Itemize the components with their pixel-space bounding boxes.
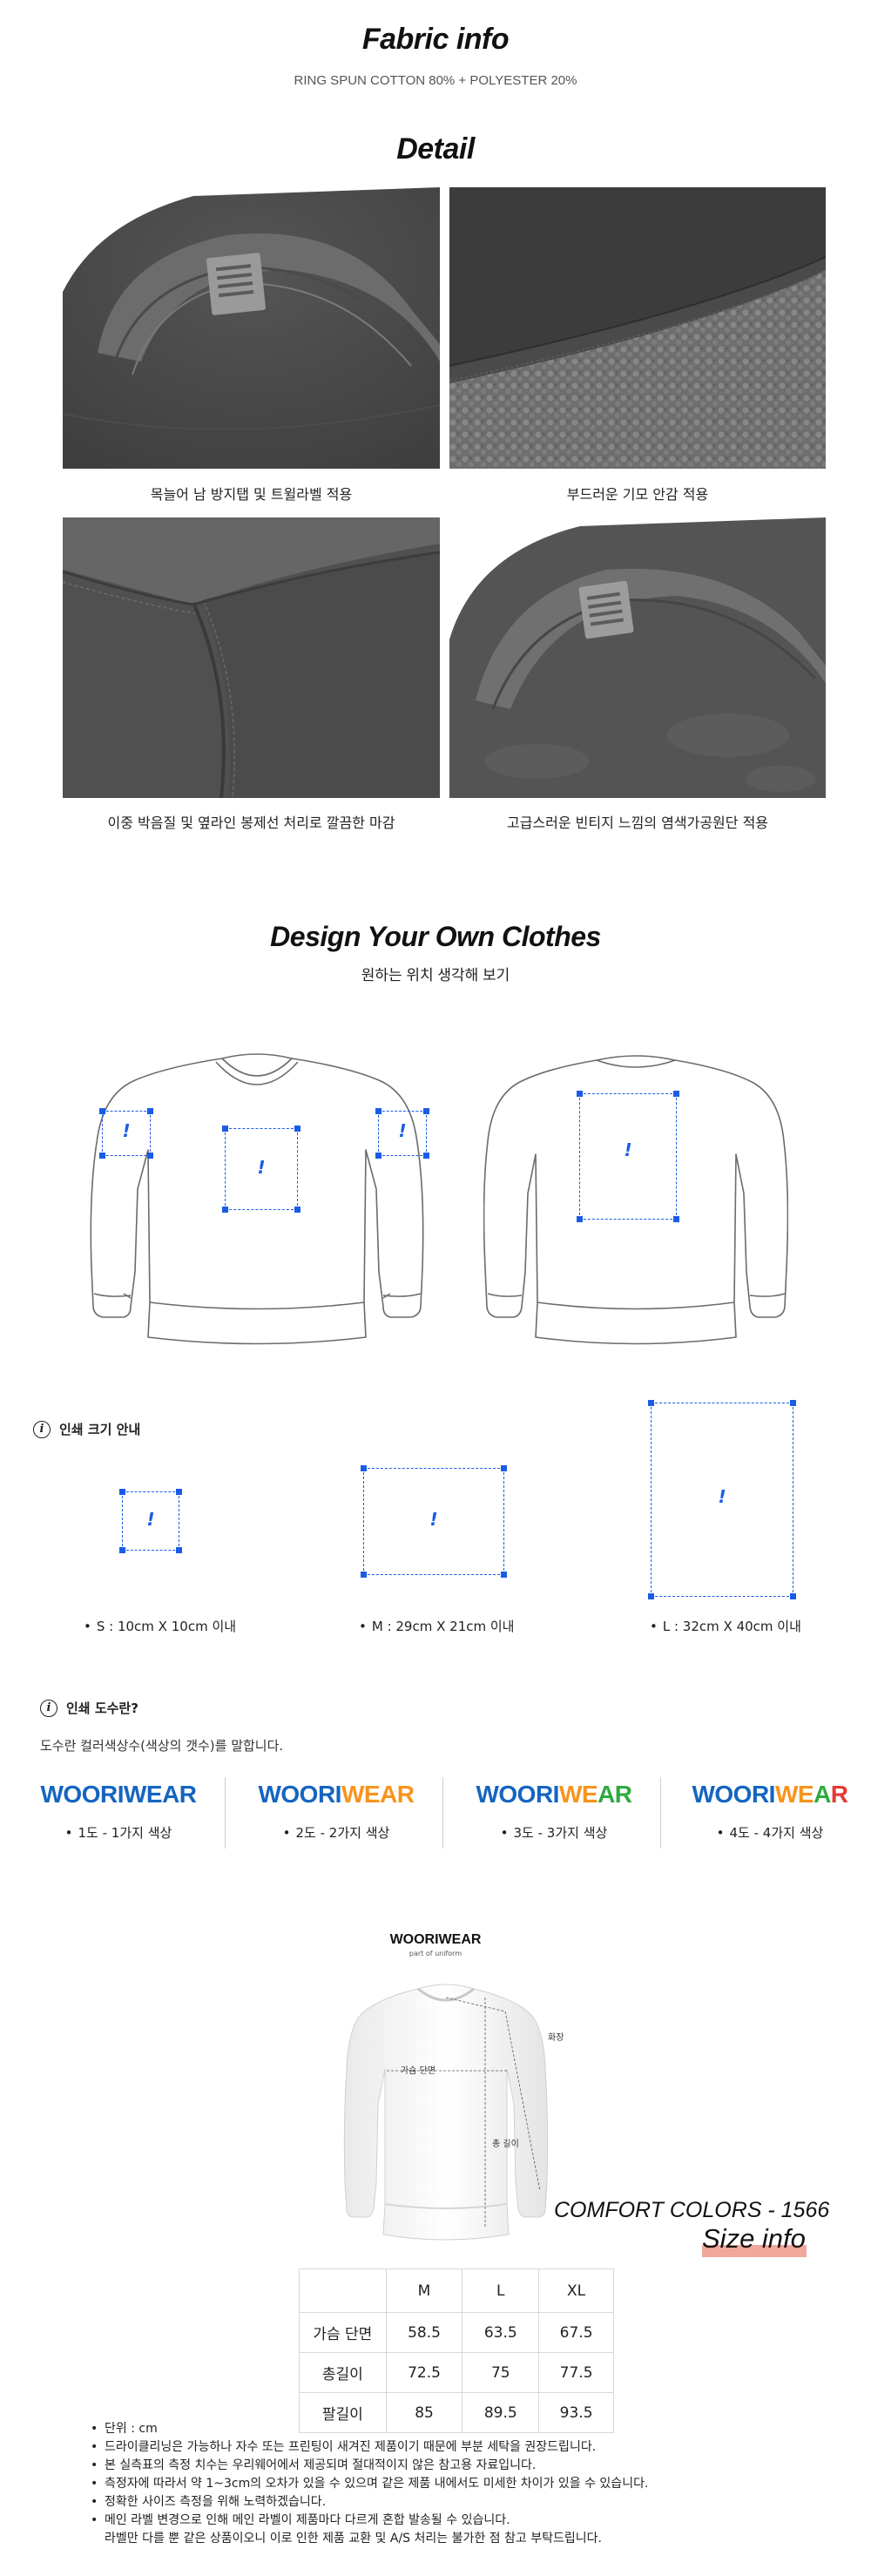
table-cell: 75	[462, 2352, 540, 2393]
logo-part: WOORI	[692, 1781, 775, 1808]
divider	[225, 1777, 226, 1849]
table-cell: 가슴 단면	[299, 2312, 387, 2353]
print-mark: !	[122, 1120, 131, 1141]
table-cell: XL	[538, 2268, 614, 2313]
brand-tagline: part of uniform	[408, 1950, 463, 1957]
detail-caption-4: 고급스러운 빈티지 느낌의 염색가공원단 적용	[506, 815, 769, 831]
print-area-right-sleeve: !	[375, 1108, 429, 1159]
fabric-info-title: Fabric info	[361, 23, 510, 56]
sweatshirt-front-sketch	[87, 1050, 427, 1350]
print-area-left-sleeve: !	[99, 1108, 153, 1159]
brand-logo: WOORIWEAR	[389, 1932, 482, 1947]
print-mark: !	[398, 1120, 407, 1141]
detail-title: Detail	[396, 132, 475, 166]
sweatshirt-back-sketch	[483, 1050, 788, 1350]
print-size-s-box: !	[119, 1489, 182, 1553]
print-color-heading: i 인쇄 도수란?	[40, 1699, 138, 1717]
logo-part: WEAR	[341, 1781, 415, 1808]
list-item: 단위 : cm	[87, 2420, 827, 2438]
logo-4-color: WOORIWEAR	[674, 1781, 866, 1809]
detail-photo-vintage	[449, 517, 826, 798]
logo-part: WOORI	[258, 1781, 341, 1808]
logo-4-label: 4도 - 4가지 색상	[674, 1823, 866, 1842]
print-size-m-box: !	[361, 1465, 507, 1578]
logo-2-label: 2도 - 2가지 색상	[240, 1823, 432, 1842]
logo-1-label: 1도 - 1가지 색상	[23, 1823, 214, 1842]
fabric-composition: RING SPUN COTTON 80% + POLYESTER 20%	[294, 73, 577, 88]
label-chest-width: 가슴 단면	[401, 2066, 436, 2076]
table-cell	[299, 2268, 387, 2313]
detail-caption-2: 부드러운 기모 안감 적용	[566, 486, 709, 503]
table-cell: 72.5	[385, 2352, 463, 2393]
list-item: 드라이클리닝은 가능하나 자수 또는 프린팅이 새겨진 제품이기 때문에 부분 …	[87, 2438, 827, 2457]
logo-part: WOORI	[476, 1781, 559, 1808]
divider	[660, 1777, 661, 1849]
print-area-chest: !	[222, 1126, 300, 1213]
table-cell: 58.5	[385, 2312, 463, 2353]
label-shoulder-sleeve: 화장	[548, 2033, 564, 2043]
info-icon: i	[40, 1699, 57, 1717]
detail-photo-fleece	[449, 187, 826, 469]
design-subtitle: 원하는 위치 생각해 보기	[361, 967, 510, 984]
logo-part: AR	[598, 1781, 632, 1808]
detail-caption-3: 이중 박음질 및 옆라인 봉제선 처리로 깔끔한 마감	[107, 815, 395, 831]
logo-1-color: WOORIWEAR	[23, 1781, 214, 1809]
print-mark: !	[146, 1509, 155, 1530]
print-size-l-box: !	[648, 1400, 796, 1599]
divider	[442, 1777, 443, 1849]
logo-2-color: WOORIWEAR	[240, 1781, 432, 1809]
print-mark: !	[429, 1509, 438, 1530]
size-info-highlight	[702, 2245, 807, 2257]
logo-part: WE	[558, 1781, 598, 1808]
table-cell: 총길이	[299, 2352, 387, 2393]
table-cell: 63.5	[462, 2312, 540, 2353]
list-item: 본 실측표의 측정 치수는 우리웨어에서 제공되며 절대적이지 않은 참고용 자…	[87, 2457, 827, 2475]
list-item: 측정자에 따라서 약 1~3cm의 오차가 있을 수 있으며 같은 제품 내에서…	[87, 2475, 827, 2493]
size-info-title: Size info	[702, 2223, 806, 2254]
print-color-description: 도수란 컬러색상수(색상의 갯수)를 말합니다.	[40, 1738, 284, 1754]
design-title: Design Your Own Clothes	[270, 921, 601, 952]
model-name: COMFORT COLORS - 1566	[554, 2198, 830, 2222]
detail-caption-1: 목늘어 남 방지탭 및 트윌라벨 적용	[150, 486, 353, 503]
list-item: 메인 라벨 변경으로 인해 메인 라벨이 제품마다 다르게 혼합 발송될 수 있…	[87, 2512, 827, 2530]
logo-3-color: WOORIWEAR	[458, 1781, 650, 1809]
table-cell: M	[385, 2268, 463, 2313]
logo-part: A	[814, 1781, 831, 1808]
logo-part: WOORIWEAR	[40, 1781, 197, 1808]
detail-photo-seam	[63, 517, 440, 798]
logo-part: R	[830, 1781, 848, 1808]
print-size-s-label: S : 10cm X 10cm 이내	[84, 1617, 236, 1635]
list-item: 라벨만 다를 뿐 같은 상품이오니 이로 인한 제품 교환 및 A/S 처리는 …	[105, 2532, 602, 2546]
list-item: 정확한 사이즈 측정을 위해 노력하겠습니다.	[87, 2493, 827, 2512]
sweatshirt-photo-white	[341, 1973, 550, 2243]
print-mark: !	[718, 1486, 726, 1507]
print-size-l-label: L : 32cm X 40cm 이내	[650, 1617, 801, 1635]
table-cell: 77.5	[538, 2352, 614, 2393]
table-cell: L	[462, 2268, 540, 2313]
print-area-back: !	[577, 1091, 679, 1222]
print-size-heading: i 인쇄 크기 안내	[33, 1420, 140, 1438]
print-mark: !	[257, 1157, 266, 1178]
logo-3-label: 3도 - 3가지 색상	[458, 1823, 650, 1842]
logo-part: WE	[774, 1781, 814, 1808]
label-total-length: 총 길이	[492, 2140, 519, 2149]
detail-photo-collar	[63, 187, 440, 469]
print-size-m-label: M : 29cm X 21cm 이내	[359, 1617, 515, 1635]
info-icon: i	[33, 1420, 51, 1438]
print-mark: !	[624, 1139, 632, 1160]
size-notes: 단위 : cm드라이클리닝은 가능하나 자수 또는 프린팅이 새겨진 제품이기 …	[87, 2420, 827, 2548]
table-cell: 67.5	[538, 2312, 614, 2353]
